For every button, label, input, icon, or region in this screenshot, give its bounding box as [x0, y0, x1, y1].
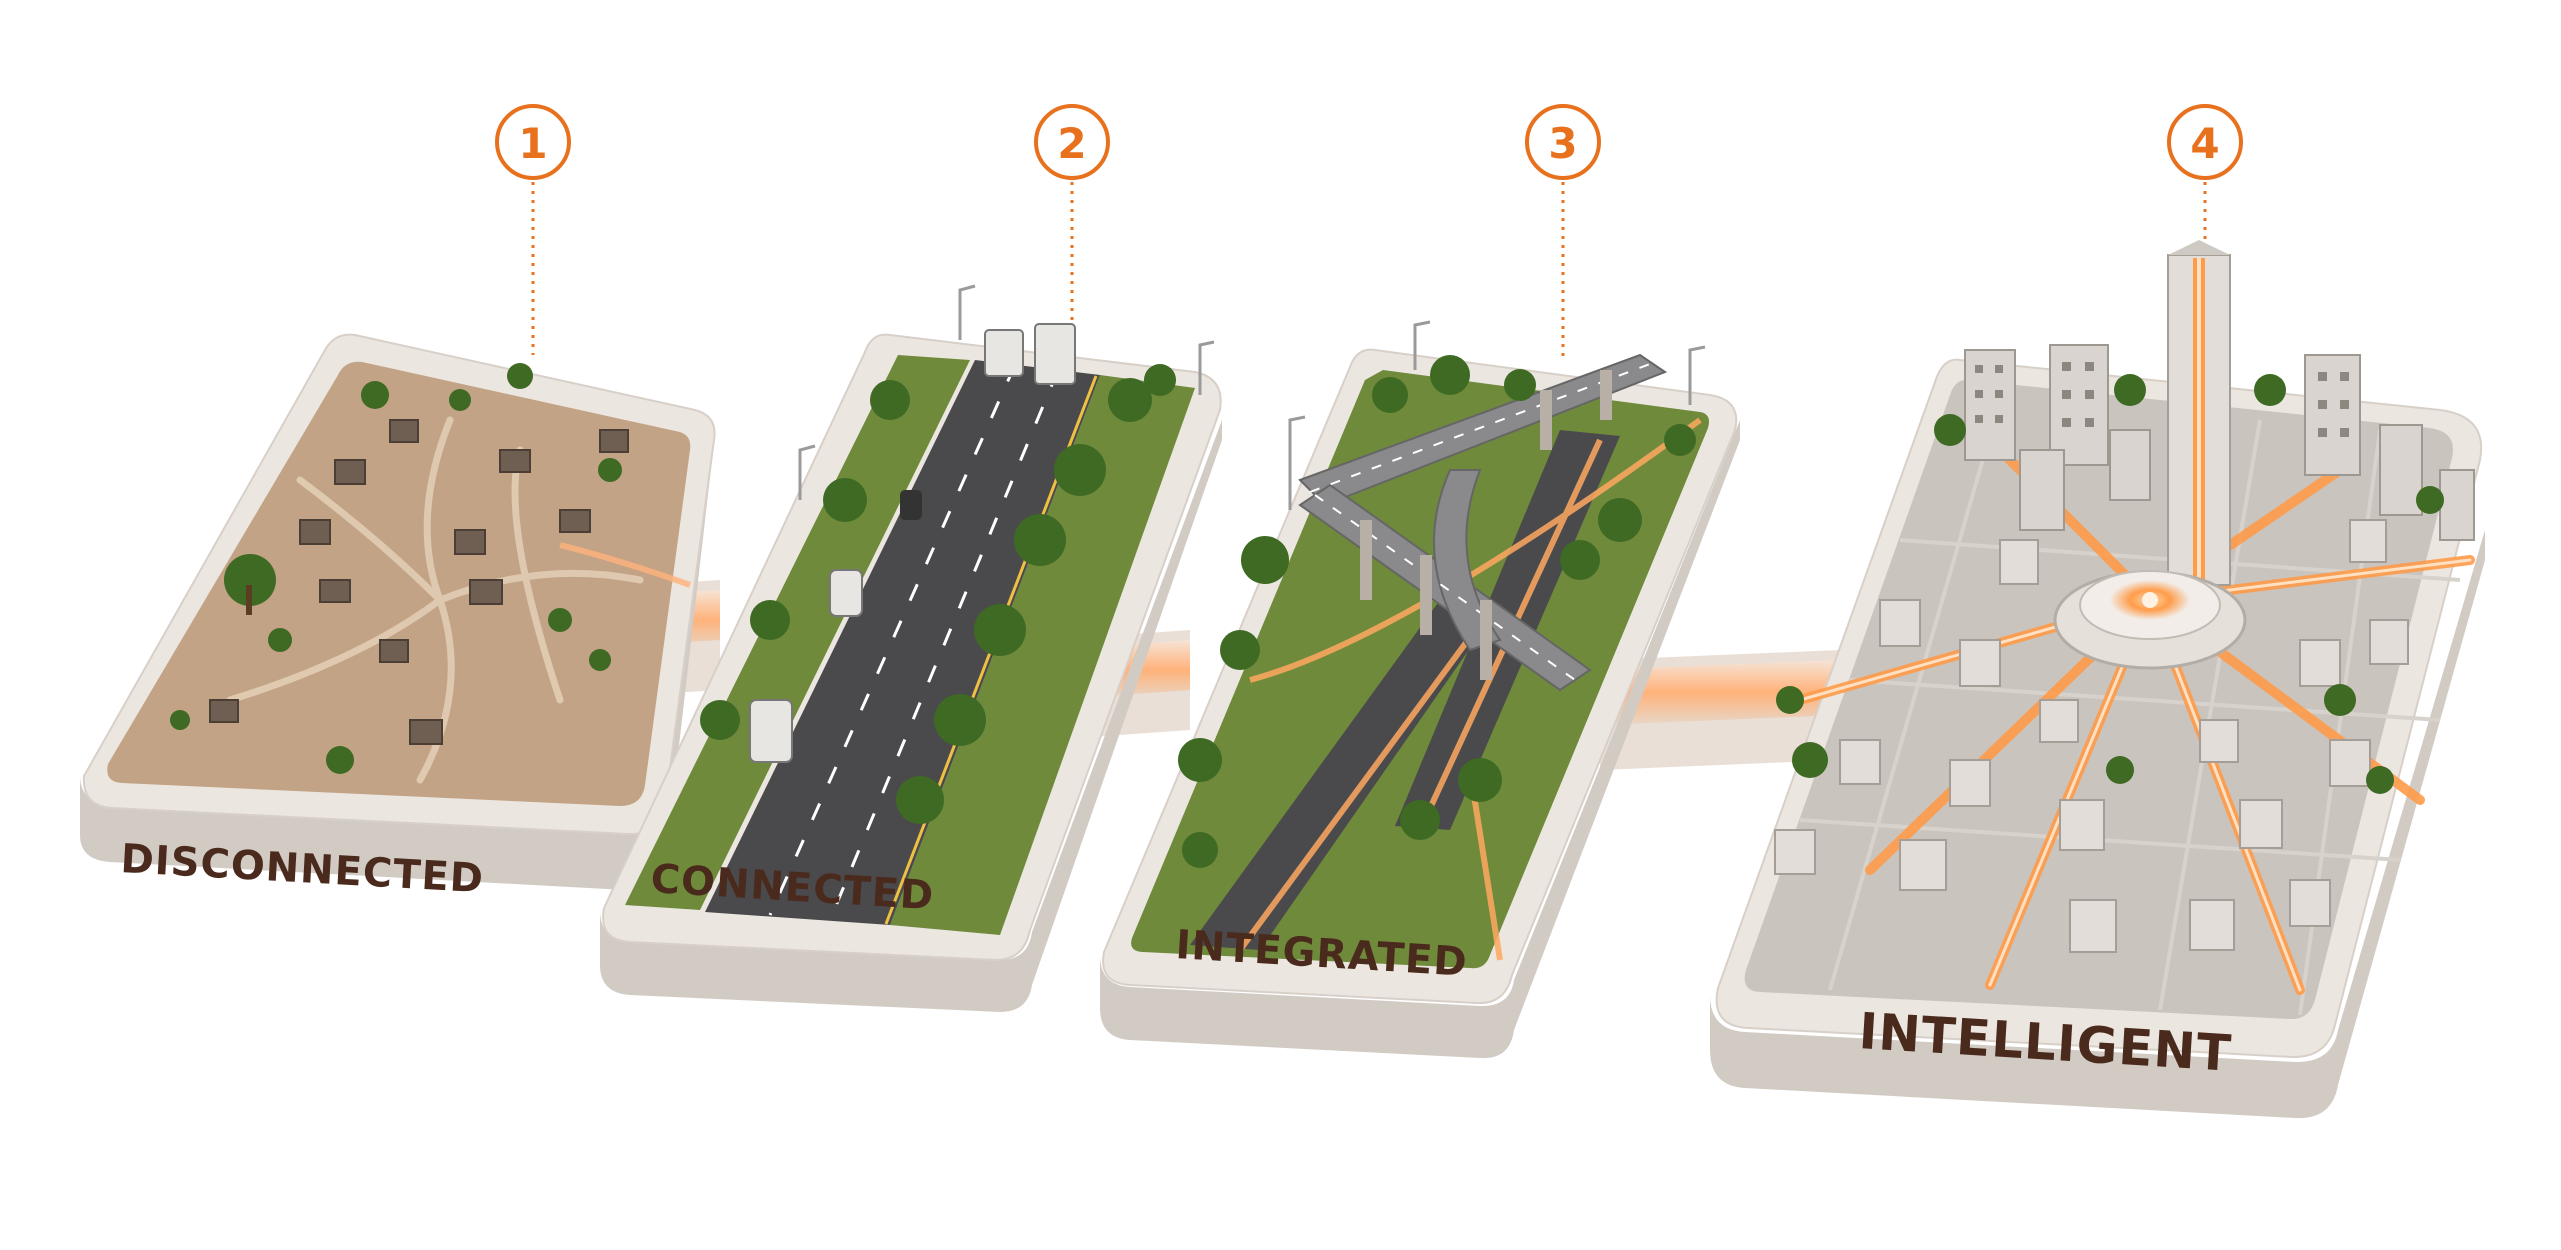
central-hub [2053, 570, 2247, 670]
stage-marker-2: 2 [1034, 104, 1110, 325]
platform-connected: CONNECTED [600, 284, 1222, 1012]
central-spire [2167, 240, 2231, 586]
platform-disconnected: DISCONNECTED [80, 333, 716, 902]
stage-markers: 1 2 3 4 [495, 104, 2243, 360]
marker-circle-3-icon [1525, 104, 1601, 180]
stage-number-3: 3 [1548, 119, 1577, 168]
marker-circle-4-icon [2167, 104, 2243, 180]
stage-marker-3: 3 [1525, 104, 1601, 360]
stage-number-4: 4 [2190, 119, 2219, 168]
platform-intelligent: INTELLIGENT [1710, 240, 2485, 1119]
platform-integrated: INTEGRATED [1100, 320, 1740, 1059]
stage-marker-4: 4 [2167, 104, 2243, 245]
marker-circle-2-icon [1034, 104, 1110, 180]
stage-marker-1: 1 [495, 104, 571, 355]
marker-circle-1-icon [495, 104, 571, 180]
stage-number-1: 1 [518, 119, 547, 168]
stage-number-2: 2 [1057, 119, 1086, 168]
